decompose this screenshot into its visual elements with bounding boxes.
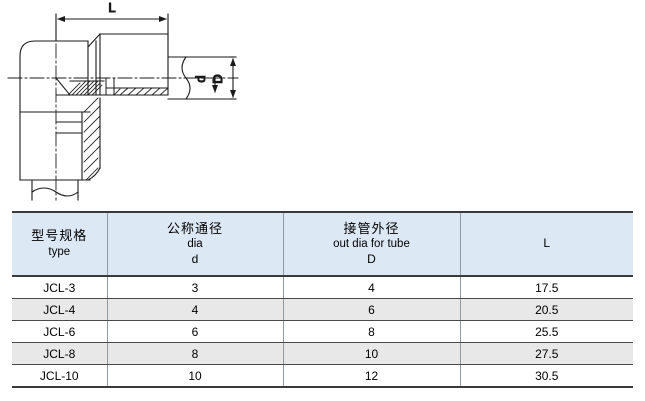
cell-outdia: 6 (283, 298, 461, 321)
arrow-down-D (230, 90, 236, 98)
column-header-outdia-symbol: D (367, 251, 376, 266)
cell-type: JCL-3 (12, 276, 108, 299)
section-hatch-corner (67, 80, 103, 96)
section-hatch-horizontal (113, 87, 169, 96)
arrow-down-d (212, 85, 218, 93)
table-row: JCL-10 10 12 30.5 (12, 364, 633, 388)
cell-dia: 6 (107, 320, 284, 343)
column-header-type-cn: 型号规格 (31, 228, 88, 244)
cell-dia: 3 (107, 276, 284, 299)
column-header-dia-en: dia (187, 238, 203, 251)
cell-dia: 8 (107, 342, 284, 365)
section-outline-corner (55, 77, 105, 96)
arrow-up-D (230, 58, 236, 66)
cell-length: 25.5 (460, 320, 633, 343)
column-header-type-en: type (48, 245, 71, 258)
column-header-length-symbol: L (543, 236, 551, 251)
cell-length: 17.5 (460, 276, 633, 299)
column-header-outdia: 接管外径 out dia for tube D (283, 211, 461, 277)
cell-length: 27.5 (460, 342, 633, 365)
table-header-row: 型号规格 type 公称通径 dia d 接管外径 out dia for tu… (12, 211, 633, 277)
cell-type: JCL-6 (12, 320, 108, 343)
vertical-leg (19, 111, 91, 201)
column-header-dia-symbol: d (191, 251, 199, 266)
table-row: JCL-8 8 10 27.5 (12, 342, 633, 365)
arrow-left-L (57, 16, 65, 22)
cell-dia: 4 (107, 298, 284, 321)
cell-length: 20.5 (460, 298, 633, 321)
cell-type: JCL-4 (12, 298, 108, 321)
table-row: JCL-4 4 6 20.5 (12, 298, 633, 321)
elbow-body-outline (19, 40, 89, 113)
column-header-type: 型号规格 type (12, 211, 108, 277)
cell-type: JCL-8 (12, 342, 108, 365)
fitting-technical-drawing: L (7, 0, 239, 201)
horizontal-branch (87, 33, 169, 96)
dimension-L (55, 13, 169, 41)
column-header-length: L (460, 211, 633, 277)
table-row: JCL-6 6 8 25.5 (12, 320, 633, 343)
cell-dia: 10 (107, 364, 284, 388)
spec-table-container: 型号规格 type 公称通径 dia d 接管外径 out dia for tu… (12, 211, 633, 388)
column-header-outdia-en: out dia for tube (333, 238, 410, 251)
column-header-outdia-cn: 接管外径 (343, 220, 400, 236)
arrow-right-L (159, 16, 167, 22)
cell-type: JCL-10 (12, 364, 108, 388)
cell-outdia: 4 (283, 276, 461, 299)
cell-outdia: 8 (283, 320, 461, 343)
column-header-dia-cn: 公称通径 (166, 220, 223, 236)
cell-outdia: 12 (283, 364, 461, 388)
cell-length: 30.5 (460, 364, 633, 388)
section-outline-vertical (87, 97, 101, 181)
column-header-dia: 公称通径 dia d (107, 211, 284, 277)
cell-outdia: 10 (283, 342, 461, 365)
tube-stub-right (167, 56, 231, 100)
label-d: d (193, 75, 208, 82)
label-D: D (210, 74, 225, 83)
table-row: JCL-3 3 4 17.5 (12, 276, 633, 299)
spec-table: 型号规格 type 公称通径 dia d 接管外径 out dia for tu… (12, 211, 633, 388)
section-hatch-vertical (83, 97, 101, 181)
label-L: L (108, 0, 115, 15)
